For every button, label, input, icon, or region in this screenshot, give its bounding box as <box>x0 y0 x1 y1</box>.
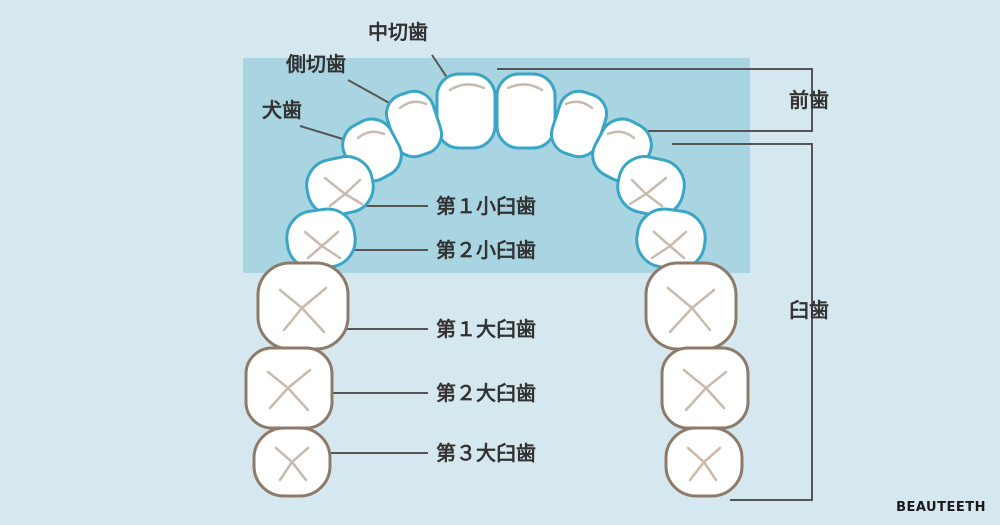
label-molars: 臼歯 <box>789 298 829 322</box>
label-lateral-incisor: 側切歯 <box>286 52 346 76</box>
label-central-incisor: 中切歯 <box>368 20 428 44</box>
label-second-molar: 第２大臼歯 <box>436 381 536 405</box>
label-first-molar: 第１大臼歯 <box>436 317 536 341</box>
label-canine: 犬歯 <box>262 98 302 122</box>
label-second-premolar: 第２小臼歯 <box>436 238 536 262</box>
label-front-teeth: 前歯 <box>789 88 829 112</box>
molar-grooves <box>266 286 728 482</box>
central-incisor-left <box>435 72 497 150</box>
molar-bracket <box>672 143 813 501</box>
brand-logo: BEAUTEETH <box>896 500 986 515</box>
front-teeth-grooves <box>303 83 688 260</box>
label-third-molar: 第３大臼歯 <box>436 441 536 465</box>
front-teeth-bracket <box>497 68 813 132</box>
label-first-premolar: 第１小臼歯 <box>436 194 536 218</box>
central-incisor-right <box>495 72 557 150</box>
